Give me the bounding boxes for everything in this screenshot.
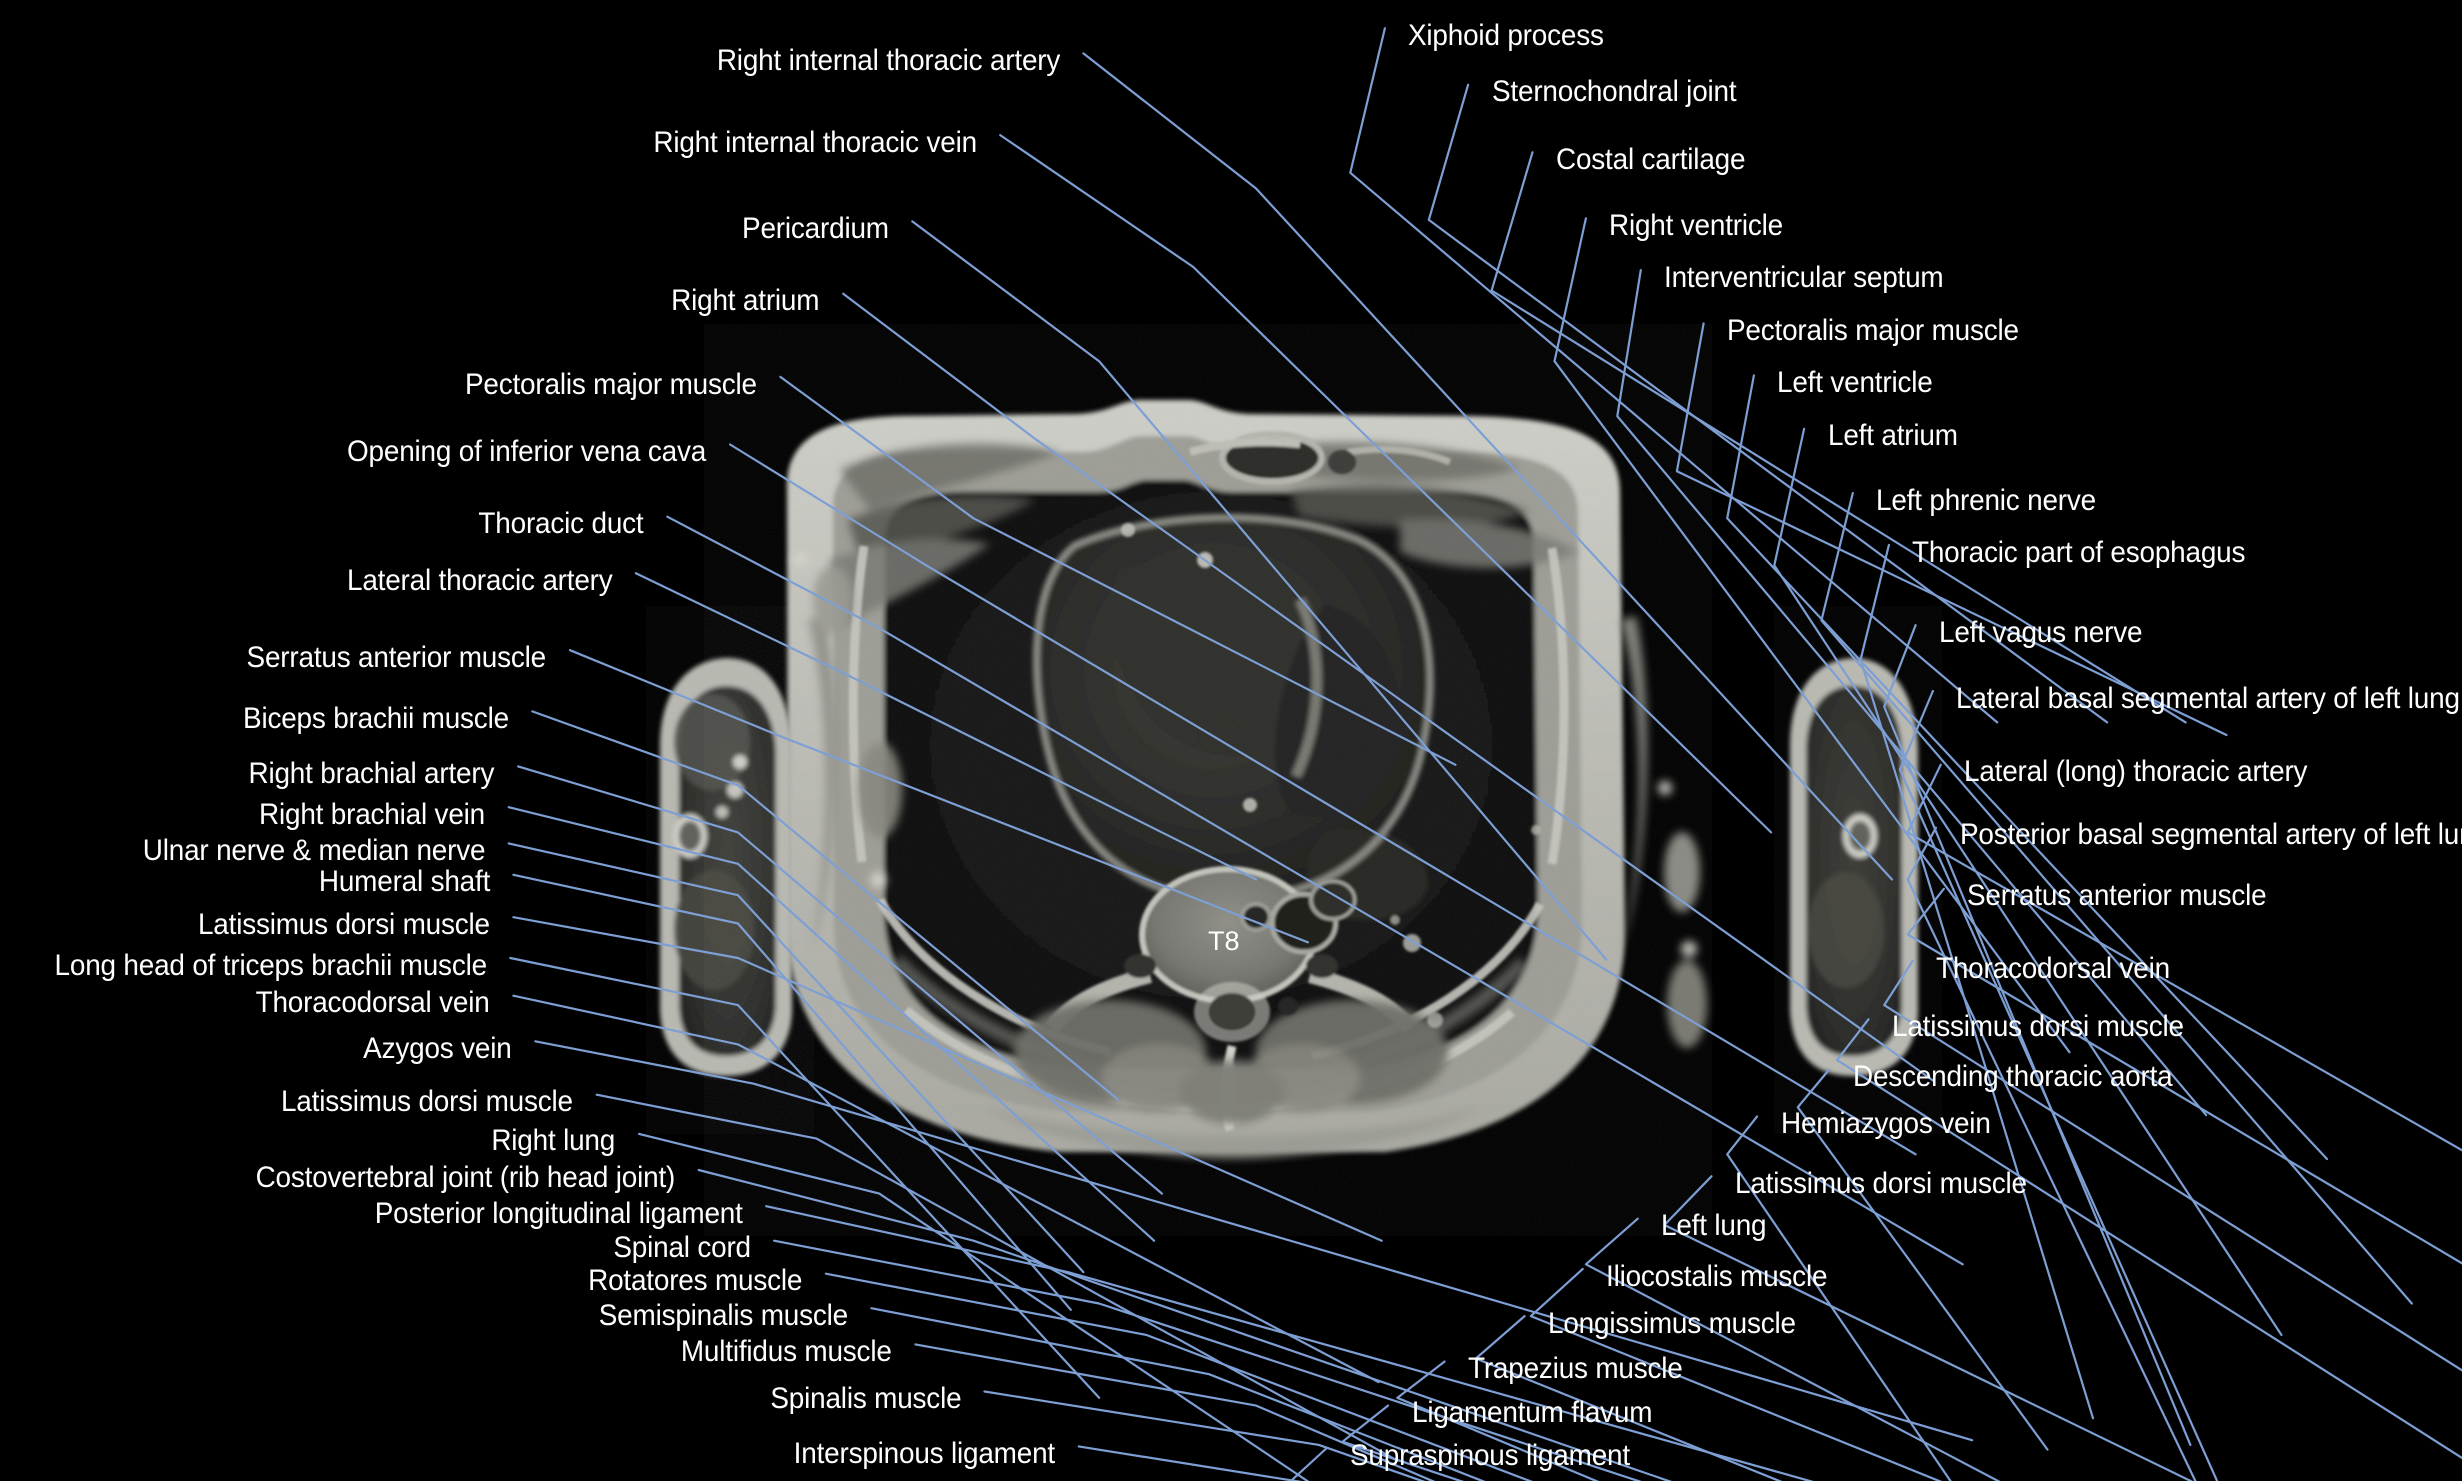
annotation-label[interactable]: Xiphoid process: [1408, 18, 1605, 52]
annotation-label[interactable]: Right atrium: [671, 284, 820, 318]
annotation-label[interactable]: Pectoralis major muscle: [1727, 314, 2020, 348]
annotation-label[interactable]: Left phrenic nerve: [1876, 483, 2097, 517]
annotation-label[interactable]: Latissimus dorsi muscle: [198, 907, 490, 941]
annotation-label[interactable]: Costal cartilage: [1556, 142, 1746, 176]
annotation-label[interactable]: Right internal thoracic vein: [653, 125, 977, 159]
vertebra-level-marker-t8: T8: [1208, 926, 1240, 956]
annotation-label[interactable]: Descending thoracic aorta: [1852, 1060, 2173, 1094]
annotation-label[interactable]: Right brachial vein: [259, 797, 486, 831]
annotation-label[interactable]: Posterior longitudinal ligament: [374, 1196, 743, 1230]
annotation-label[interactable]: Supraspinous ligament: [1350, 1438, 1631, 1472]
annotation-label[interactable]: Latissimus dorsi muscle: [281, 1085, 574, 1119]
annotation-label[interactable]: Right lung: [491, 1124, 616, 1158]
annotation-label[interactable]: Multifidus muscle: [681, 1334, 892, 1368]
annotation-label[interactable]: Semispinalis muscle: [598, 1298, 848, 1332]
annotation-label[interactable]: Thoracodorsal vein: [1935, 951, 2170, 985]
annotation-label[interactable]: Spinalis muscle: [769, 1382, 961, 1416]
annotation-label[interactable]: Humeral shaft: [318, 865, 490, 899]
annotation-label[interactable]: Posterior basal segmental artery of left…: [1959, 818, 2462, 852]
annotation-label[interactable]: Lateral basal segmental artery of left l…: [1956, 681, 2461, 715]
annotation-label[interactable]: Right internal thoracic artery: [716, 43, 1061, 77]
annotation-label[interactable]: Lateral (long) thoracic artery: [1964, 755, 2308, 789]
annotation-label[interactable]: Azygos vein: [363, 1031, 512, 1065]
annotation-label[interactable]: Thoracodorsal vein: [255, 986, 490, 1020]
annotation-label[interactable]: Right ventricle: [1609, 208, 1784, 242]
annotation-label[interactable]: Pericardium: [741, 212, 889, 246]
annotation-label[interactable]: Serratus anterior muscle: [246, 640, 547, 674]
annotation-label[interactable]: Left lung: [1661, 1209, 1767, 1243]
annotation-label[interactable]: Left atrium: [1827, 419, 1958, 453]
annotation-label[interactable]: Left vagus nerve: [1939, 615, 2143, 649]
annotation-label[interactable]: Costovertebral joint (rib head joint): [255, 1160, 676, 1194]
annotation-label[interactable]: Trapezius muscle: [1468, 1352, 1683, 1386]
annotation-label[interactable]: Right brachial artery: [248, 756, 495, 790]
annotation-label[interactable]: Latissimus dorsi muscle: [1892, 1009, 2184, 1043]
annotation-label[interactable]: Sternochondral joint: [1491, 75, 1737, 109]
annotation-label[interactable]: Lateral thoracic artery: [346, 563, 613, 597]
annotation-label[interactable]: Interventricular septum: [1664, 260, 1944, 294]
annotation-label[interactable]: Rotatores muscle: [588, 1264, 803, 1298]
annotation-label[interactable]: Pectoralis major muscle: [464, 367, 757, 401]
annotation-label[interactable]: Ligamentum flavum: [1411, 1396, 1652, 1430]
annotation-label[interactable]: Hemiazygos vein: [1780, 1107, 1991, 1141]
annotation-label[interactable]: Interspinous ligament: [793, 1437, 1056, 1471]
annotation-label[interactable]: Biceps brachii muscle: [242, 702, 509, 736]
annotation-label[interactable]: Thoracic part of esophagus: [1912, 535, 2246, 569]
annotation-label[interactable]: Spinal cord: [613, 1231, 751, 1265]
annotation-label[interactable]: Longissimus muscle: [1548, 1306, 1797, 1340]
annotation-label[interactable]: Left ventricle: [1777, 365, 1933, 399]
annotation-label[interactable]: Thoracic duct: [478, 507, 644, 541]
annotation-label[interactable]: Ulnar nerve & median nerve: [142, 833, 486, 867]
annotation-label[interactable]: Iliocostalis muscle: [1606, 1259, 1828, 1293]
annotation-label[interactable]: Opening of inferior vena cava: [347, 435, 707, 469]
annotation-label[interactable]: Long head of triceps brachii muscle: [54, 948, 487, 982]
annotation-label[interactable]: Serratus anterior muscle: [1967, 879, 2267, 913]
annotation-label[interactable]: Latissimus dorsi muscle: [1735, 1166, 2027, 1200]
